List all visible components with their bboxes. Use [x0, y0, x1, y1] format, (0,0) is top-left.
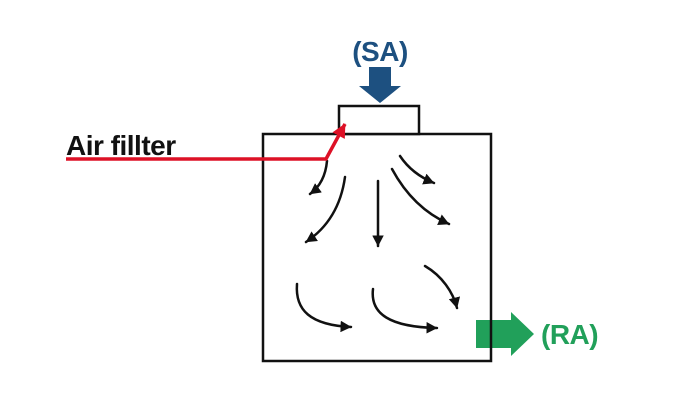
airflow-arrows [295, 154, 461, 334]
airflow-arrow-j-curve-left [295, 282, 353, 333]
air-filter-label: Air fillter [66, 130, 176, 161]
filter-pointer-arrow-icon [66, 123, 347, 161]
airflow-arrow-curve-down-right [423, 264, 461, 310]
airflow-arrow-down-left-short [308, 159, 329, 196]
supply-air-label: (SA) [352, 36, 408, 67]
airflow-arrow-down-left-long [304, 175, 347, 244]
airflow-arrow-down-right-short [398, 154, 436, 185]
filter-housing-box [337, 104, 421, 136]
chamber-box-fill [263, 134, 491, 361]
return-air-label: (RA) [541, 319, 598, 350]
airflow-arrow-j-curve-center [371, 287, 439, 334]
airflow-arrow-down-right-long [390, 167, 451, 226]
supply-air-down-arrow-icon [359, 67, 401, 103]
